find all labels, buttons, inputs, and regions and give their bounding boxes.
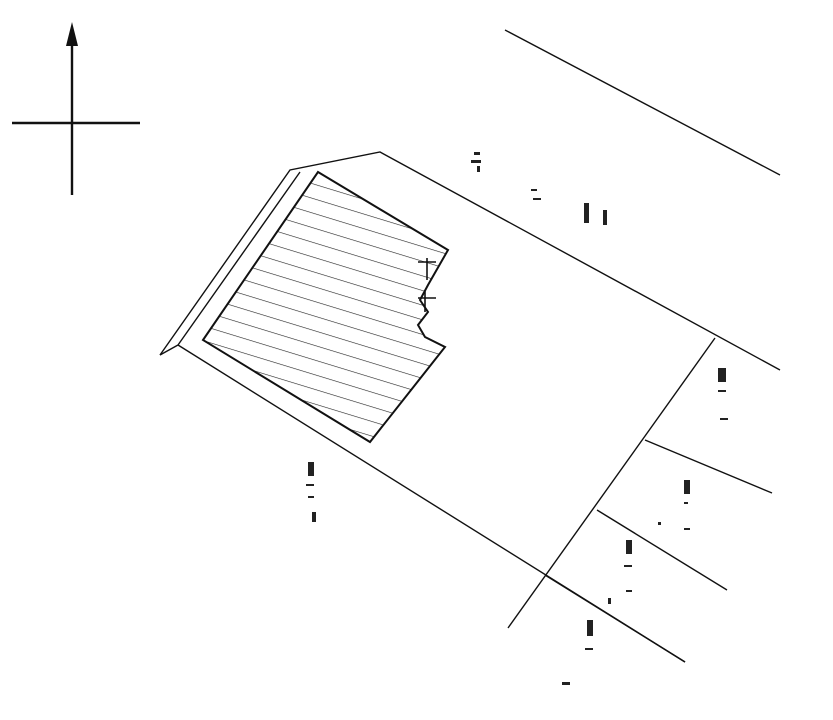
annotation-marks bbox=[306, 152, 728, 685]
lot-divider-main bbox=[507, 337, 716, 629]
road-edge-line bbox=[504, 29, 781, 176]
north-arrow-icon bbox=[12, 22, 140, 195]
lot-line-1 bbox=[644, 439, 773, 494]
lot-line-2 bbox=[596, 509, 728, 591]
site-boundary-bottom bbox=[159, 344, 179, 356]
hatched-building bbox=[201, 170, 450, 444]
lot-line-3 bbox=[544, 574, 686, 663]
building-dimension-marks bbox=[418, 258, 436, 312]
site-boundary-inner-left bbox=[177, 171, 301, 346]
site-boundary-outer bbox=[159, 151, 781, 371]
